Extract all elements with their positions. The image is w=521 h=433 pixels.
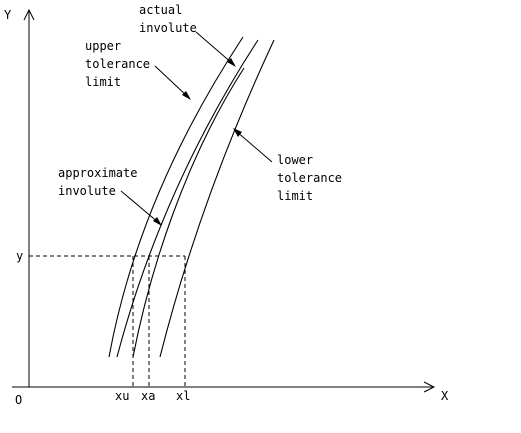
approx-label-line1: approximate — [58, 166, 137, 180]
upper-label-line1: upper — [85, 39, 121, 53]
actual-label-line1: actual — [139, 3, 182, 17]
approximate-involute-curve — [132, 67, 245, 358]
lower-label-line1: lower — [277, 153, 313, 167]
upper-limit-arrowhead — [182, 91, 191, 100]
lower-limit-leader — [235, 130, 273, 163]
actual-involute-arrowhead — [227, 58, 236, 67]
y-axis-arrowhead — [23, 8, 35, 21]
upper-tolerance-limit-curve — [108, 36, 244, 358]
xa-label: xa — [141, 389, 155, 403]
upper-label-line2: tolerance — [85, 57, 150, 71]
approx-involute-arrowhead — [153, 217, 162, 226]
lower-label-line2: tolerance — [277, 171, 342, 185]
approx-label-line2: involute — [58, 184, 116, 198]
xu-label: xu — [115, 389, 129, 403]
actual-involute-curve — [116, 39, 259, 358]
upper-limit-leader — [154, 65, 189, 98]
actual-involute-leader — [195, 31, 234, 65]
upper-label-line3: limit — [85, 75, 121, 89]
actual-label-line2: involute — [139, 21, 197, 35]
x-axis-label: X — [441, 389, 449, 403]
y-mark-label: y — [16, 249, 23, 263]
lower-label-line3: limit — [277, 189, 313, 203]
x-axis-arrowhead — [423, 381, 436, 393]
lower-limit-arrowhead — [233, 128, 242, 137]
origin-label: O — [15, 393, 22, 407]
approx-involute-leader — [120, 190, 160, 224]
y-axis-label: Y — [4, 8, 12, 22]
xl-label: xl — [176, 389, 190, 403]
lower-tolerance-limit-curve — [159, 39, 275, 358]
